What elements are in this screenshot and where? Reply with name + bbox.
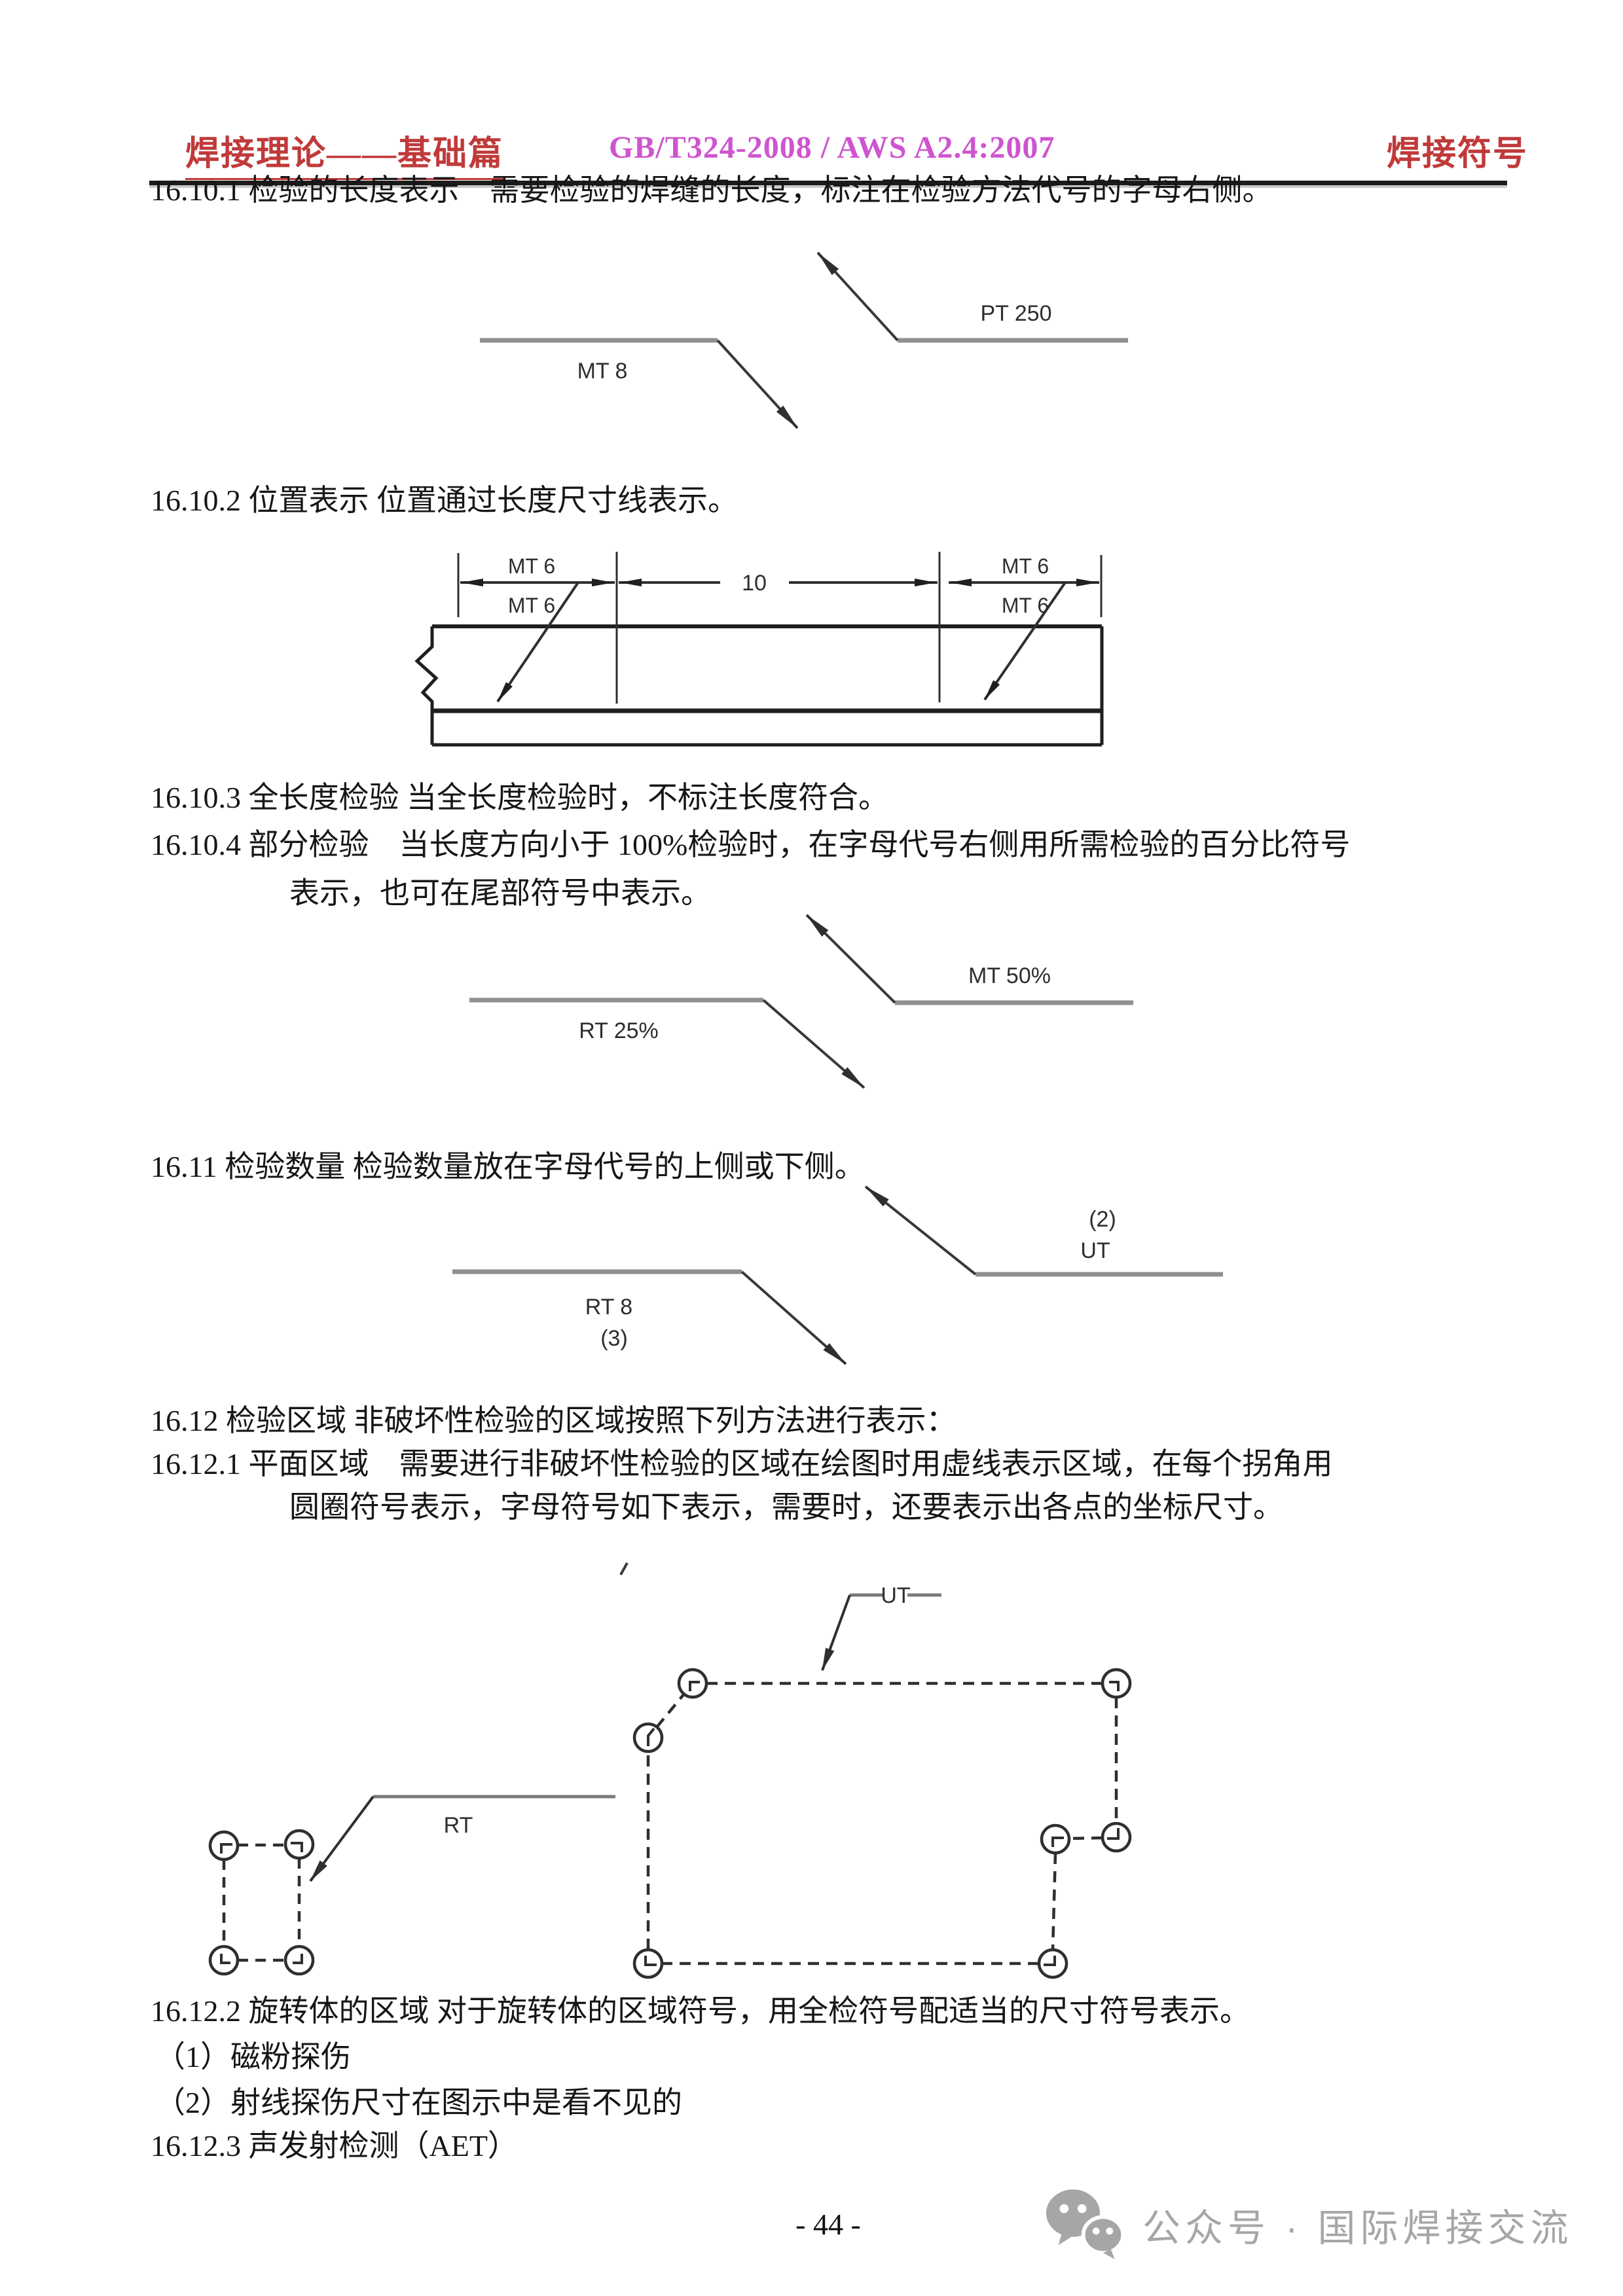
watermark-text: 公众号 · 国际焊接交流 xyxy=(1142,2207,1573,2250)
label-rt25: RT 25% xyxy=(579,1018,659,1043)
label-ut-count: UT xyxy=(1080,1238,1110,1263)
paragraph-16-10-4: 16.10.4 部分检验 当长度方向小于 100%检验时，在字母代号右侧用所需检… xyxy=(151,828,1351,861)
weld-symbol-ut-count: (2) UT xyxy=(864,1185,1223,1277)
weld-symbol-mt6-right: MT 6 MT 6 xyxy=(949,554,1099,701)
weld-symbol-rt25: RT 25% xyxy=(469,997,866,1089)
diagram-inspection-length: MT 8 PT 250 xyxy=(480,251,1128,429)
diagram-position-dimensions: MT 6 MT 6 10 MT 6 MT 6 xyxy=(414,552,1104,747)
rt-corner-marks xyxy=(220,1842,303,1964)
paragraph-item-2: （2）射线探伤尺寸在图示中是看不见的 xyxy=(155,2086,682,2119)
paragraph-16-12-3: 16.12.3 声发射检测（AET） xyxy=(151,2129,518,2162)
label-mt6-right-bottom: MT 6 xyxy=(1002,594,1049,617)
weld-symbol-rt8: RT 8 (3) xyxy=(452,1269,847,1365)
dimension-10: 10 xyxy=(619,571,938,596)
paragraph-16-12-1-cont: 圆圈符号表示，字母符号如下表示，需要时，还要表示出各点的坐标尺寸。 xyxy=(289,1490,1283,1524)
break-zigzag xyxy=(414,626,439,745)
header-left-title: 焊接理论——基础篇 xyxy=(185,126,504,180)
diagram-inspection-count: RT 8 (3) (2) UT xyxy=(452,1185,1223,1365)
paragraph-16-12: 16.12 检验区域 非破坏性检验的区域按照下列方法进行表示： xyxy=(151,1404,957,1437)
weld-symbol-pt250: PT 250 xyxy=(816,251,1128,343)
label-ut-area: UT xyxy=(881,1583,910,1608)
rt-area-outline xyxy=(222,1843,301,1962)
paragraph-16-10-3: 16.10.3 全长度检验 当全长度检验时，不标注长度符合。 xyxy=(151,781,888,814)
diagram-partial-inspection: RT 25% MT 50% xyxy=(469,914,1133,1089)
paragraph-16-12-2: 16.12.2 旋转体的区域 对于旋转体的区域符号，用全检符号配适当的尺寸符号表… xyxy=(151,1994,1250,2028)
extension-lines xyxy=(457,552,1103,704)
header-rule xyxy=(149,181,1507,185)
rt-area-label: RT xyxy=(309,1795,615,1882)
label-mt6-left-bottom: MT 6 xyxy=(508,594,555,617)
label-count-3: (3) xyxy=(600,1326,628,1351)
header-right-title: 焊接符号 xyxy=(1387,135,1529,173)
paragraph-16-10-2: 16.10.2 位置表示 位置通过长度尺寸线表示。 xyxy=(151,484,738,517)
page-number: - 44 - xyxy=(795,2208,861,2241)
label-mt6-left-top: MT 6 xyxy=(508,554,555,578)
paragraph-16-10-1: 16.10.1 检验的长度表示 需要检验的焊缝的长度，标注在检验方法代号的字母右… xyxy=(151,173,1273,207)
ut-corner-circles xyxy=(632,1668,1132,1979)
label-pt250: PT 250 xyxy=(980,301,1051,326)
header-standard-code: GB/T324-2008 / AWS A2.4:2007 xyxy=(609,130,1055,165)
ut-area-label: UT xyxy=(821,1583,941,1671)
weld-symbol-mt8: MT 8 xyxy=(480,338,799,429)
rt-corner-circles xyxy=(208,1829,315,1976)
ut-corner-marks xyxy=(644,1681,1120,1966)
weld-symbol-mt50: MT 50% xyxy=(805,914,1133,1005)
plate-outline xyxy=(414,624,1104,747)
label-dimension-10: 10 xyxy=(742,571,767,596)
paragraph-16-11: 16.11 检验数量 检验数量放在字母代号的上侧或下侧。 xyxy=(151,1150,865,1183)
diagram-inspection-areas: UT RT xyxy=(208,1562,1132,1979)
ut-area-outline xyxy=(646,1681,1118,1965)
label-mt50: MT 50% xyxy=(968,963,1051,988)
label-mt6-right-top: MT 6 xyxy=(1002,554,1049,578)
weld-symbol-mt6-left: MT 6 MT 6 xyxy=(460,554,615,703)
label-count-2: (2) xyxy=(1089,1207,1116,1232)
paragraph-16-10-4-cont: 表示，也可在尾部符号中表示。 xyxy=(289,876,711,910)
wechat-icon xyxy=(1046,2189,1125,2259)
watermark: 公众号 · 国际焊接交流 xyxy=(1044,2186,1573,2263)
stray-mark xyxy=(619,1562,629,1575)
label-rt8: RT 8 xyxy=(585,1295,632,1319)
paragraph-item-1: （1）磁粉探伤 xyxy=(155,2040,351,2073)
label-mt8: MT 8 xyxy=(577,359,628,384)
label-rt-area: RT xyxy=(444,1813,473,1838)
paragraph-16-12-1: 16.12.1 平面区域 需要进行非破坏性检验的区域在绘图时用虚线表示区域，在每… xyxy=(151,1447,1333,1480)
